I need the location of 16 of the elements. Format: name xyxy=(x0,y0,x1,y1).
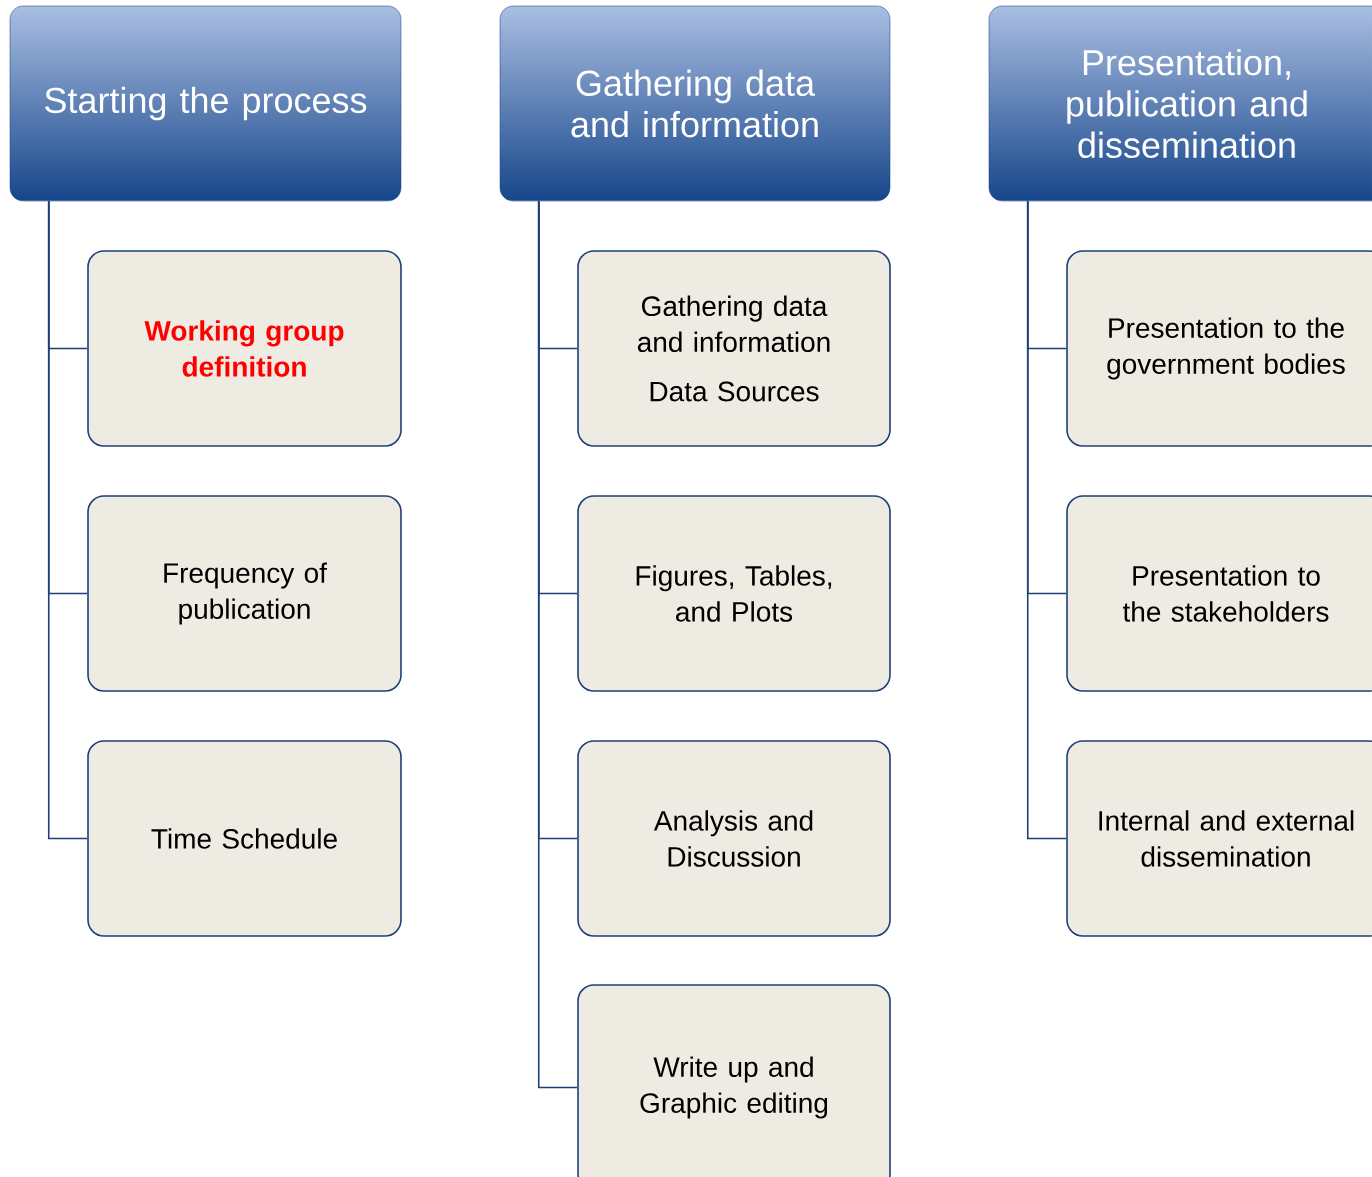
connector-line xyxy=(47,200,88,840)
process-box: Figures, Tables, and Plots xyxy=(577,495,891,692)
process-box: Frequency of publication xyxy=(87,495,402,692)
process-box: Analysis and Discussion xyxy=(577,740,891,937)
process-box: Write up and Graphic editing xyxy=(577,984,891,1177)
connector-line xyxy=(537,200,578,1089)
process-box: Gathering data and information Data Sources xyxy=(577,250,891,447)
connector-line xyxy=(1026,200,1067,840)
header-box: Presentation, publication and dissemination xyxy=(988,5,1372,202)
process-box: Time Schedule xyxy=(87,740,402,937)
process-box: Working group definition xyxy=(87,250,402,447)
header-box: Starting the process xyxy=(9,5,402,202)
process-box: Presentation to the government bodies xyxy=(1066,250,1372,447)
process-box: Presentation to the stakeholders xyxy=(1066,495,1372,692)
process-box: Internal and external dissemination xyxy=(1066,740,1372,937)
header-box: Gathering data and information xyxy=(499,5,891,202)
